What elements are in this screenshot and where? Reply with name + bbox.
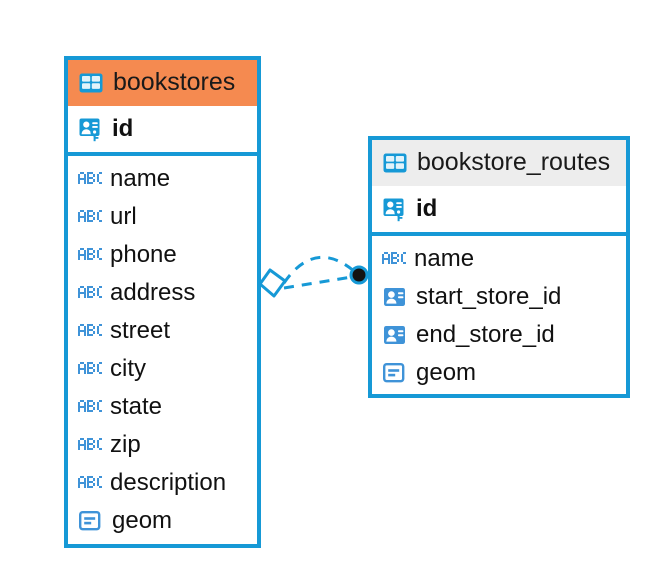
text-abc-icon bbox=[78, 400, 102, 412]
primary-key-row-bookstores[interactable]: id bbox=[68, 106, 257, 156]
text-abc-icon bbox=[78, 324, 102, 336]
text-abc-icon bbox=[78, 438, 102, 450]
field-row-id[interactable]: id bbox=[372, 186, 626, 232]
text-abc-icon bbox=[78, 248, 102, 260]
text-abc-icon bbox=[78, 172, 102, 184]
field-row-url[interactable]: url bbox=[68, 198, 257, 236]
field-row-geom[interactable]: geom bbox=[372, 354, 626, 392]
field-row-state[interactable]: state bbox=[68, 388, 257, 426]
field-list-bookstore-routes: name start_store_id bbox=[372, 236, 626, 397]
text-abc-icon bbox=[78, 476, 102, 488]
field-label: start_store_id bbox=[416, 283, 562, 310]
entity-title: bookstores bbox=[113, 68, 236, 96]
foreign-key-icon bbox=[384, 326, 405, 344]
entity-bookstore-routes[interactable]: bookstore_routes id bbox=[368, 136, 630, 398]
field-label: description bbox=[110, 469, 227, 496]
field-label: street bbox=[110, 317, 171, 344]
field-row-description[interactable]: description bbox=[68, 464, 257, 502]
geometry-icon bbox=[79, 510, 101, 531]
foreign-key-icon bbox=[384, 288, 405, 306]
field-label: geom bbox=[112, 507, 173, 534]
relationship-line-upper bbox=[282, 255, 356, 284]
field-label: zip bbox=[110, 431, 141, 458]
geometry-icon bbox=[383, 362, 405, 383]
relationship-target-circle bbox=[349, 265, 369, 285]
relationship-line-lower bbox=[283, 275, 353, 290]
text-abc-icon bbox=[78, 362, 102, 374]
field-label: end_store_id bbox=[416, 321, 555, 348]
field-row-zip[interactable]: zip bbox=[68, 426, 257, 464]
field-label: state bbox=[110, 393, 163, 420]
field-row-id[interactable]: id bbox=[68, 106, 257, 152]
field-row-end-store-id[interactable]: end_store_id bbox=[372, 316, 626, 354]
field-row-geom[interactable]: geom bbox=[68, 502, 257, 540]
field-row-street[interactable]: street bbox=[68, 312, 257, 350]
field-label: geom bbox=[416, 359, 477, 386]
primary-key-row-bookstore-routes[interactable]: id bbox=[372, 186, 626, 236]
field-label: name bbox=[110, 165, 171, 192]
table-icon bbox=[79, 73, 103, 92]
field-list-bookstores: name url bbox=[68, 156, 257, 545]
relationship-source-diamond bbox=[258, 268, 287, 298]
entity-bookstores[interactable]: bookstores id bbox=[64, 56, 261, 548]
entity-header-bookstore-routes[interactable]: bookstore_routes bbox=[372, 140, 626, 186]
field-row-address[interactable]: address bbox=[68, 274, 257, 312]
field-label: url bbox=[110, 203, 137, 230]
field-label: phone bbox=[110, 241, 177, 268]
field-label: id bbox=[416, 195, 438, 222]
entity-header-bookstores[interactable]: bookstores bbox=[68, 60, 257, 106]
primary-key-icon bbox=[383, 198, 404, 222]
field-row-name[interactable]: name bbox=[68, 160, 257, 198]
field-label: city bbox=[110, 355, 146, 382]
text-abc-icon bbox=[78, 210, 102, 222]
field-row-city[interactable]: city bbox=[68, 350, 257, 388]
field-row-phone[interactable]: phone bbox=[68, 236, 257, 274]
field-label: name bbox=[414, 245, 475, 272]
field-label: id bbox=[112, 115, 134, 142]
text-abc-icon bbox=[382, 252, 406, 264]
table-icon bbox=[383, 153, 407, 172]
field-label: address bbox=[110, 279, 196, 306]
field-row-name[interactable]: name bbox=[372, 240, 626, 278]
primary-key-icon bbox=[79, 118, 100, 142]
field-row-start-store-id[interactable]: start_store_id bbox=[372, 278, 626, 316]
entity-title: bookstore_routes bbox=[417, 148, 611, 176]
text-abc-icon bbox=[78, 286, 102, 298]
